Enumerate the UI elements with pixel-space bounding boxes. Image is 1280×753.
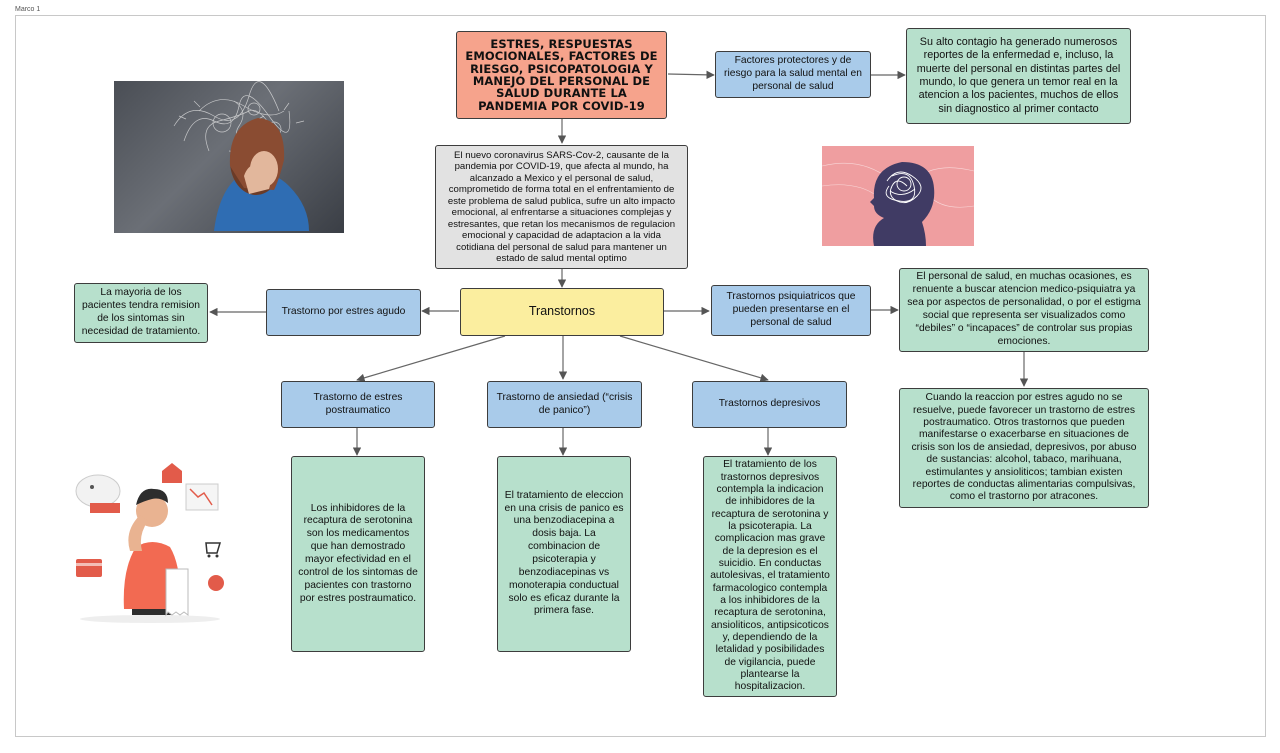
renuente-node-text: El personal de salud, en muchas ocasione… [907,271,1141,347]
stressed-woman-icon [173,81,309,231]
stressed-woman-image [114,81,344,233]
worried-man-finances-icon [75,463,224,623]
frame-label: Marco 1 [15,6,41,13]
psiquiatricos-node[interactable]: Trastornos psiquiatricos que pueden pres… [711,285,871,336]
estres-agudo-node-text: Trastorno por estres agudo [281,306,406,318]
arrow-title-factores [667,70,715,80]
ansiedad-node[interactable]: Trastorno de ansiedad (“crisis de panico… [487,381,642,428]
factores-node[interactable]: Factores protectores y de riesgo para la… [715,51,871,98]
estres-agudo-node[interactable]: Trastorno por estres agudo [266,289,421,336]
arrow-transtornos-depresivos [619,335,769,382]
transtornos-node-text: Transtornos [528,304,596,319]
psiquiatricos-node-text: Trastornos psiquiatricos que pueden pres… [726,291,856,328]
arrow-transtornos-postraumatico [356,335,506,382]
tratamiento-depresivos-node[interactable]: El tratamiento de los trastornos depresi… [703,456,837,697]
postraumatico-node-text: Trastorno de estres postraumatico [313,391,403,416]
tangled-head-icon [822,162,974,246]
transtornos-node[interactable]: Transtornos [460,288,664,336]
intro-node-text: El nuevo coronavirus SARS-Cov-2, causant… [447,149,676,265]
ansiedad-node-text: Trastorno de ansiedad (“crisis de panico… [496,391,633,416]
worried-man-image [66,459,234,625]
postraumatico-node[interactable]: Trastorno de estres postraumatico [281,381,435,428]
title-node[interactable]: ESTRES, RESPUESTAS EMOCIONALES, FACTORES… [456,31,667,119]
eleccion-node[interactable]: El tratamiento de eleccion en una crisis… [497,456,631,652]
remision-node[interactable]: La mayoria de los pacientes tendra remis… [74,283,208,343]
inhibidores-node[interactable]: Los inhibidores de la recaptura de serot… [291,456,425,652]
inhibidores-node-text: Los inhibidores de la recaptura de serot… [298,502,418,604]
title-node-text: ESTRES, RESPUESTAS EMOCIONALES, FACTORES… [465,36,658,113]
canvas-frame [15,15,1266,737]
head-silhouette-image [822,146,974,246]
contagio-node[interactable]: Su alto contagio ha generado numerosos r… [906,28,1131,124]
contagio-node-text: Su alto contagio ha generado numerosos r… [916,35,1121,115]
intro-node[interactable]: El nuevo coronavirus SARS-Cov-2, causant… [435,145,688,269]
factores-node-text: Factores protectores y de riesgo para la… [724,55,862,92]
eleccion-node-text: El tratamiento de eleccion en una crisis… [504,489,624,617]
remision-node-text: La mayoria de los pacientes tendra remis… [81,287,201,337]
tratamiento-depresivos-node-text: El tratamiento de los trastornos depresi… [710,459,830,693]
renuente-node[interactable]: El personal de salud, en muchas ocasione… [899,268,1149,352]
reaccion-node-text: Cuando la reaccion por estres agudo no s… [911,392,1137,503]
reaccion-node[interactable]: Cuando la reaccion por estres agudo no s… [899,388,1149,508]
depresivos-node-text: Trastornos depresivos [718,398,821,410]
depresivos-node[interactable]: Trastornos depresivos [692,381,847,428]
